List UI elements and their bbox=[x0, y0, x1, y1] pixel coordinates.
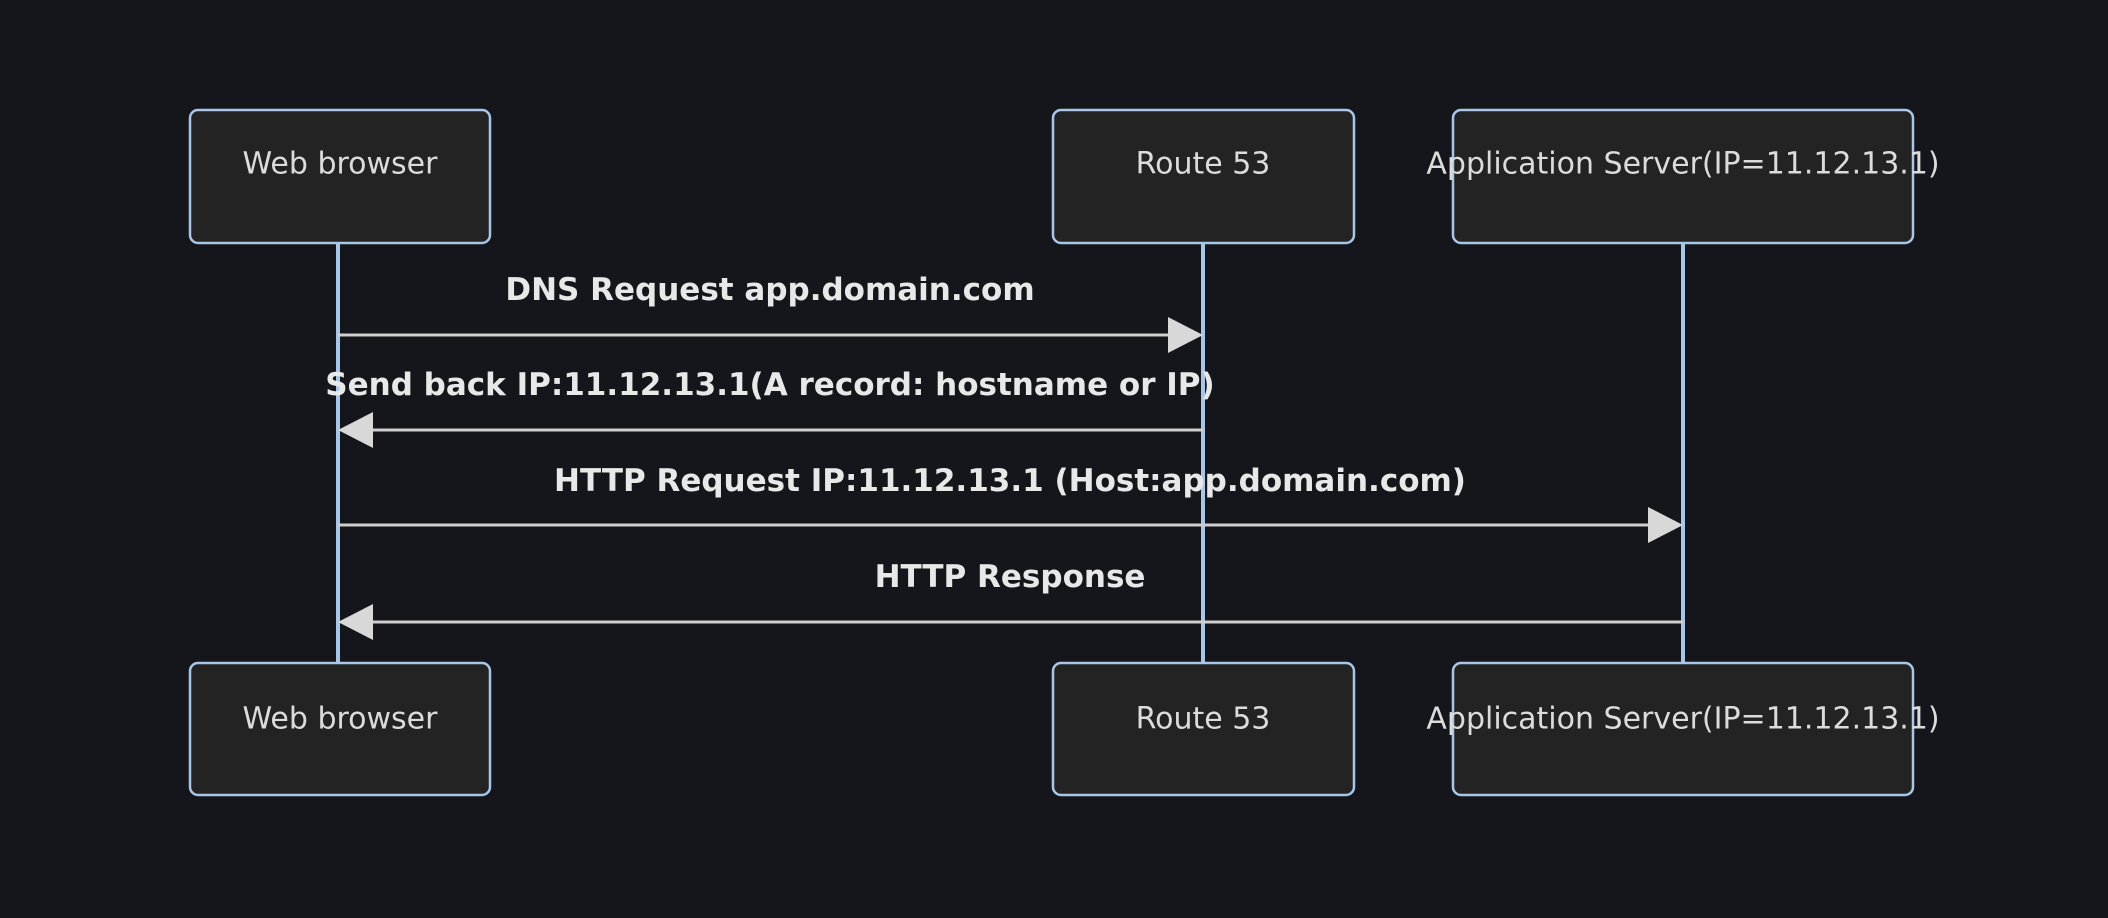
participant-label-browser-top: Web browser bbox=[243, 147, 439, 182]
participant-box-browser-bottom[interactable]: Web browser bbox=[188, 661, 492, 797]
participant-label-route53-top: Route 53 bbox=[1136, 147, 1271, 182]
participant-rect-appserver-top bbox=[1451, 108, 1915, 245]
message-label-2: Send back IP:11.12.13.1(A record: hostna… bbox=[325, 367, 1214, 403]
participant-box-appserver-top[interactable]: Application Server(IP=11.12.13.1) bbox=[1426, 108, 1940, 245]
arrowhead-right-1 bbox=[1168, 317, 1203, 353]
participant-boxes-top: Web browser Route 53 Application Server(… bbox=[188, 108, 1940, 245]
participant-label-appserver-top: Application Server(IP=11.12.13.1) bbox=[1426, 147, 1939, 182]
participant-rect-browser-bottom bbox=[188, 661, 492, 797]
messages-group: DNS Request app.domain.com Send back IP:… bbox=[325, 272, 1683, 640]
participant-label-route53-bottom: Route 53 bbox=[1136, 702, 1271, 737]
participant-rect-route53-top bbox=[1051, 108, 1356, 245]
message-http-request[interactable]: HTTP Request IP:11.12.13.1 (Host:app.dom… bbox=[338, 463, 1683, 543]
participant-box-appserver-bottom[interactable]: Application Server(IP=11.12.13.1) bbox=[1426, 661, 1940, 797]
participant-rect-browser-top bbox=[188, 108, 492, 245]
lifelines-group bbox=[336, 243, 1685, 663]
message-send-back-ip[interactable]: Send back IP:11.12.13.1(A record: hostna… bbox=[325, 367, 1215, 448]
participant-rect-route53-bottom bbox=[1051, 661, 1356, 797]
arrowhead-left-2 bbox=[338, 412, 373, 448]
participant-rect-appserver-bottom bbox=[1451, 661, 1915, 797]
message-label-1: DNS Request app.domain.com bbox=[505, 272, 1034, 308]
arrowhead-right-3 bbox=[1648, 507, 1683, 543]
participant-box-route53-top[interactable]: Route 53 bbox=[1051, 108, 1356, 245]
participant-box-browser-top[interactable]: Web browser bbox=[188, 108, 492, 245]
message-label-4: HTTP Response bbox=[875, 559, 1146, 595]
arrowhead-left-4 bbox=[338, 604, 373, 640]
message-http-response[interactable]: HTTP Response bbox=[338, 559, 1683, 640]
message-dns-request[interactable]: DNS Request app.domain.com bbox=[338, 272, 1203, 353]
participant-box-route53-bottom[interactable]: Route 53 bbox=[1051, 661, 1356, 797]
participant-label-browser-bottom: Web browser bbox=[243, 702, 439, 737]
participant-boxes-bottom: Web browser Route 53 Application Server(… bbox=[188, 661, 1940, 797]
message-label-3: HTTP Request IP:11.12.13.1 (Host:app.dom… bbox=[554, 463, 1466, 499]
participant-label-appserver-bottom: Application Server(IP=11.12.13.1) bbox=[1426, 702, 1939, 737]
